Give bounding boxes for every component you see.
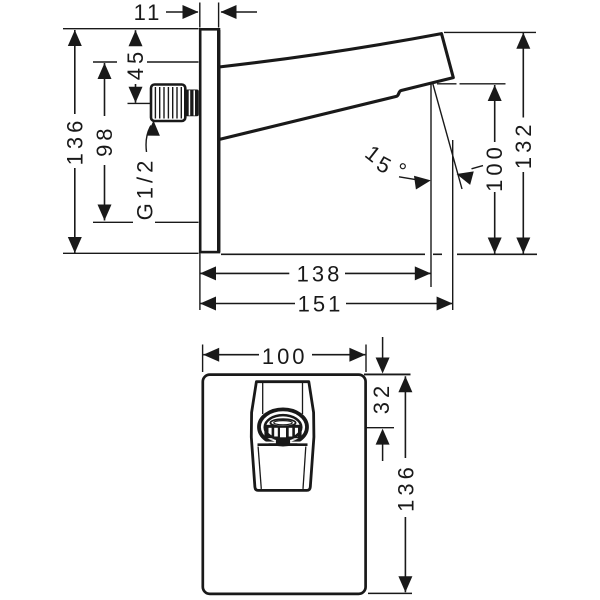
svg-text:132: 132 xyxy=(511,120,536,169)
svg-text:100: 100 xyxy=(262,344,308,369)
svg-text:151: 151 xyxy=(298,292,344,317)
svg-text:98: 98 xyxy=(92,124,117,156)
svg-text:138: 138 xyxy=(297,262,343,287)
svg-text:136: 136 xyxy=(394,463,419,512)
svg-text:32: 32 xyxy=(369,382,394,414)
svg-text:11: 11 xyxy=(134,0,163,25)
svg-text:136: 136 xyxy=(62,117,87,166)
svg-text:100: 100 xyxy=(482,143,507,192)
svg-text:45: 45 xyxy=(123,48,148,80)
svg-text:G1/2: G1/2 xyxy=(132,157,157,221)
